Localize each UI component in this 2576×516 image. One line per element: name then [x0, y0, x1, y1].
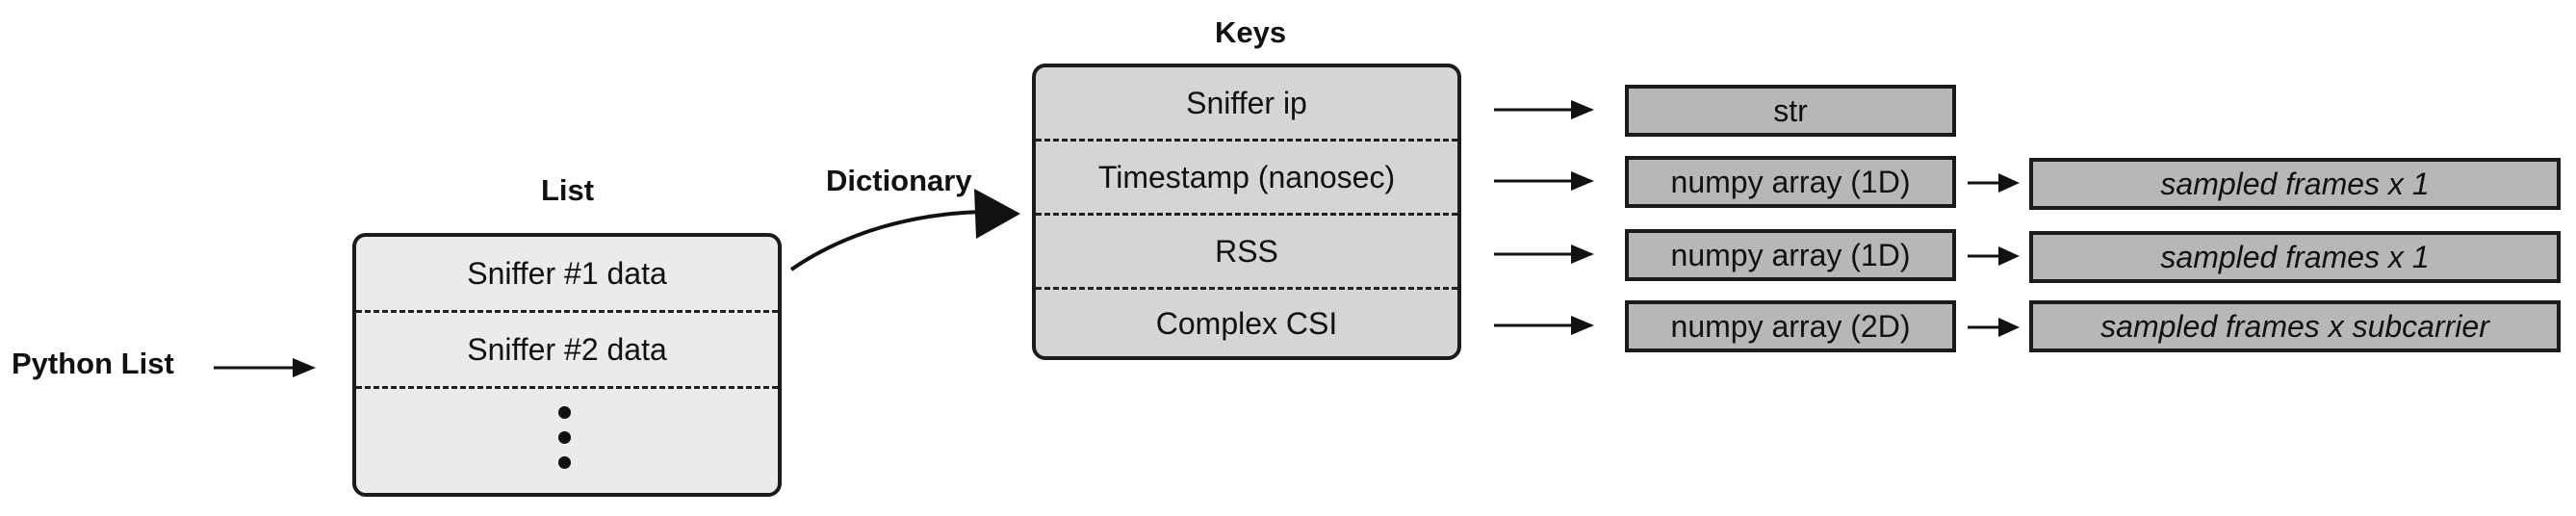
keys-title: Keys: [1215, 15, 1287, 49]
list-box: Sniffer #1 data Sniffer #2 data: [352, 233, 782, 497]
key-to-type-arrows: [1494, 100, 1594, 335]
ellipsis-dot: [558, 431, 571, 444]
list-row-sniffer-1: Sniffer #1 data: [467, 255, 667, 291]
shape-box-rss: sampled frames x 1: [2029, 231, 2561, 283]
key-rss: RSS: [1215, 233, 1278, 269]
type-box-str: str: [1625, 85, 1956, 137]
type-to-shape-arrows: [1968, 173, 2020, 337]
dictionary-label: Dictionary: [826, 164, 972, 197]
keys-box: Sniffer ip Timestamp (nanosec) RSS Compl…: [1032, 64, 1461, 360]
ellipsis-dot: [558, 406, 571, 419]
key-complex-csi: Complex CSI: [1155, 305, 1338, 341]
type-box-csi: numpy array (2D): [1625, 300, 1956, 352]
type-box-rss: numpy array (1D): [1625, 229, 1956, 281]
list-divider: [356, 310, 778, 313]
list-title: List: [541, 173, 595, 207]
shape-box-timestamp: sampled frames x 1: [2029, 158, 2561, 210]
keys-divider: [1036, 139, 1457, 142]
list-row-sniffer-2: Sniffer #2 data: [467, 331, 667, 367]
shape-box-csi: sampled frames x subcarrier: [2029, 300, 2561, 352]
python-list-label: Python List: [12, 347, 174, 380]
list-divider: [356, 386, 778, 389]
key-timestamp: Timestamp (nanosec): [1097, 159, 1396, 194]
dictionary-arrow: [789, 210, 983, 271]
ellipsis-dot: [558, 456, 571, 469]
type-box-timestamp: numpy array (1D): [1625, 156, 1956, 208]
keys-divider: [1036, 287, 1457, 290]
keys-divider: [1036, 213, 1457, 216]
key-sniffer-ip: Sniffer ip: [1186, 85, 1307, 120]
